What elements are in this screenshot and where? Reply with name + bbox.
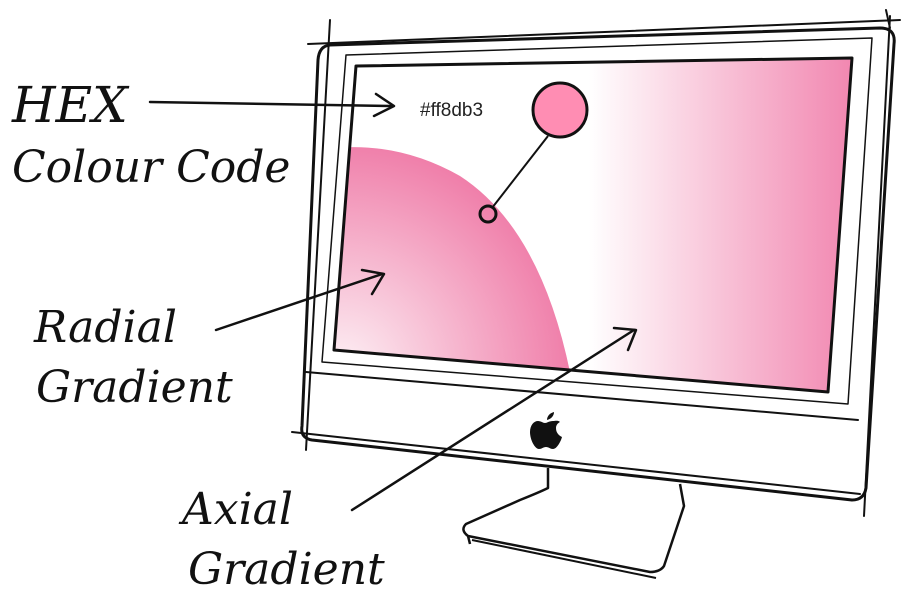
- radial-gradient-area: [334, 147, 570, 372]
- monitor-stand: [462, 468, 686, 579]
- label-hex: HEX Colour Code: [11, 76, 290, 193]
- label-radial: Radial Gradient: [33, 302, 233, 413]
- swatch-sample-point: [478, 204, 498, 224]
- screen-border: [332, 56, 854, 394]
- chin-divider: [305, 371, 859, 421]
- apple-logo-icon: [530, 412, 562, 449]
- chin-bottom: [291, 431, 861, 495]
- label-axial-line1: Axial: [178, 484, 293, 535]
- label-radial-line2: Gradient: [36, 362, 233, 413]
- annotation-arrows: [148, 92, 638, 512]
- screen: [334, 58, 852, 392]
- hex-value-label: #ff8db3: [420, 100, 483, 121]
- label-radial-line1: Radial: [33, 302, 177, 353]
- label-hex-line1: HEX: [11, 76, 130, 134]
- radial-arrow: [214, 268, 386, 332]
- label-hex-line2: Colour Code: [12, 142, 290, 193]
- monitor: [291, 26, 896, 502]
- label-axial: Axial Gradient: [178, 484, 385, 590]
- axial-arrow: [350, 326, 638, 512]
- monitor-outer-frame: [300, 26, 896, 502]
- sketch-construction-lines: [305, 9, 901, 517]
- monitor-inner-frame: [321, 37, 873, 405]
- hex-arrow: [148, 92, 396, 118]
- color-swatch-icon: [478, 81, 589, 224]
- label-axial-line2: Gradient: [188, 544, 385, 590]
- swatch-connector-line: [491, 135, 549, 209]
- swatch-circle: [531, 81, 589, 139]
